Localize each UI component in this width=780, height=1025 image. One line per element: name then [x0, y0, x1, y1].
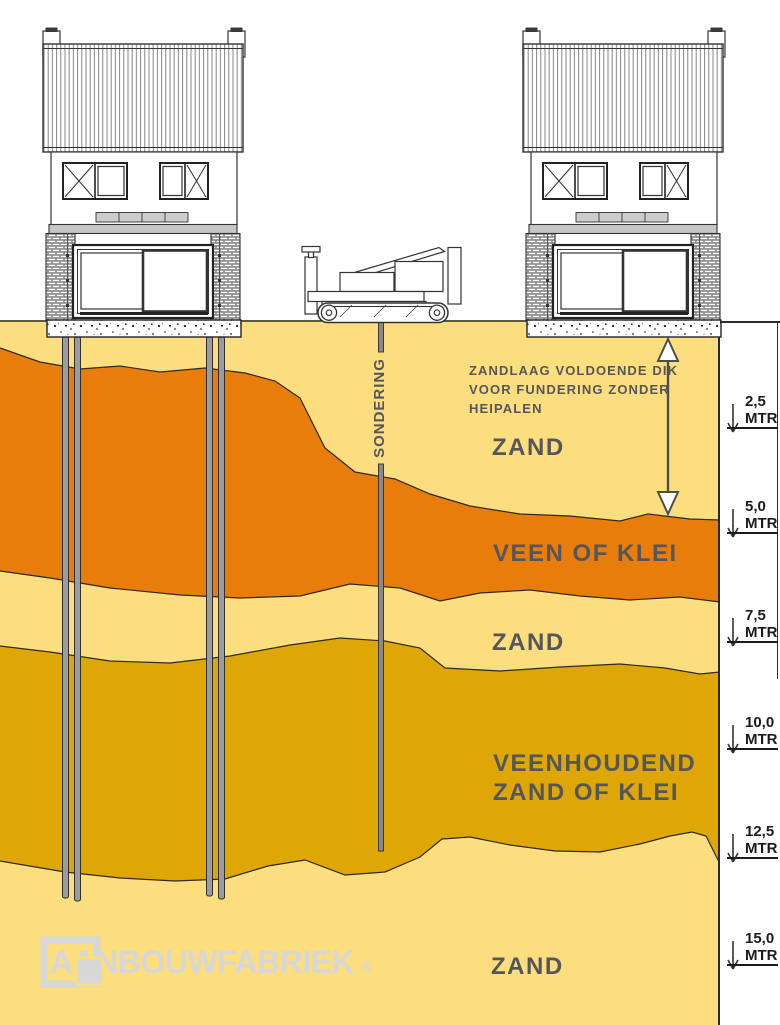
depth-unit: MTR — [745, 947, 778, 964]
depth-unit: MTR — [745, 410, 778, 427]
sand-thickness-arrow — [656, 336, 680, 517]
veen-top-boundary — [0, 347, 720, 522]
veenhoudend-top-boundary — [0, 637, 720, 675]
pile — [206, 336, 213, 897]
rod-upper — [378, 320, 384, 353]
depth-value: 7,5 — [745, 607, 766, 624]
annotation-zandlaag: ZANDLAAG VOLDOENDE DIK VOOR FUNDERING ZO… — [469, 361, 678, 418]
registered-mark: ® — [361, 959, 373, 976]
depth-unit: MTR — [745, 731, 778, 748]
track-detail — [339, 304, 353, 318]
veen-bottom-boundary — [0, 570, 720, 603]
annotation-line1: ZANDLAAG VOLDOENDE DIK — [469, 363, 679, 378]
house-right-shallow-foundation — [521, 26, 727, 339]
down-arrow-icon — [727, 941, 739, 970]
sondeermachine — [301, 245, 462, 324]
depth-value: 2,5 — [745, 393, 766, 410]
track-wheel-left-hub — [325, 309, 333, 317]
rod-lower — [378, 463, 384, 852]
label-veenhoudend-line2: ZAND OF KLEI — [493, 779, 679, 806]
heipalen-piles — [62, 336, 225, 902]
arrow-head-down — [656, 491, 680, 517]
crawler-track — [317, 302, 449, 324]
pile — [218, 336, 225, 900]
depth-unit: MTR — [745, 624, 778, 641]
depth-tick-line — [727, 427, 778, 429]
depth-tick-line — [727, 964, 778, 966]
label-zand-mid: ZAND — [492, 629, 565, 656]
track-wheel-right-hub — [433, 309, 441, 317]
depth-tick-line — [727, 857, 778, 859]
label-veenhoudend: VEENHOUDEND ZAND OF KLEI — [493, 749, 696, 807]
down-arrow-icon — [727, 404, 739, 433]
down-arrow-icon — [727, 834, 739, 863]
layer-veen-of-klei — [0, 348, 720, 602]
house-left-on-piles — [41, 26, 247, 339]
hydraulic-ram — [304, 256, 318, 315]
structures — [41, 26, 727, 339]
soil-cross-section — [0, 320, 720, 1025]
layer-veenhoudend-zand-of-klei — [0, 638, 720, 881]
label-veenhoudend-line1: VEENHOUDEND — [493, 750, 697, 777]
annotation-line3: HEIPALEN — [469, 401, 543, 416]
depth-unit: MTR — [745, 840, 778, 857]
sondering-label: SONDERING — [371, 358, 388, 458]
depth-value: 12,5 — [745, 823, 775, 840]
down-arrow-icon — [727, 725, 739, 754]
depth-tick-line — [727, 748, 778, 750]
down-arrow-icon — [727, 618, 739, 647]
pile — [74, 336, 81, 902]
sondering-rod — [378, 320, 384, 852]
depth-tick-line — [727, 641, 778, 643]
ram-cap — [301, 245, 321, 253]
annotation-line2: VOOR FUNDERING ZONDER — [469, 382, 670, 397]
cabin-box — [394, 260, 444, 293]
track-detail — [373, 304, 387, 318]
depth-value: 10,0 — [745, 714, 775, 731]
depth-value: 15,0 — [745, 930, 775, 947]
watermark: AANBOUWFABRIEK ® — [40, 932, 372, 1004]
aanbouwfabriek-logo-icon — [40, 936, 104, 988]
scale-ground-line — [720, 321, 780, 323]
engine-box — [339, 271, 395, 293]
label-zand-top: ZAND — [492, 434, 565, 461]
scale-vertical-line — [776, 321, 779, 679]
depth-tick-line — [727, 532, 778, 534]
pile — [62, 336, 69, 899]
label-zand-bottom: ZAND — [491, 953, 564, 980]
depth-value: 5,0 — [745, 498, 766, 515]
veenhoudend-bottom-boundary — [0, 831, 720, 882]
down-arrow-icon — [727, 509, 739, 538]
track-detail — [405, 304, 419, 318]
deck — [307, 290, 425, 303]
mast — [447, 246, 462, 305]
depth-unit: MTR — [745, 515, 778, 532]
label-veen-of-klei: VEEN OF KLEI — [493, 540, 678, 567]
